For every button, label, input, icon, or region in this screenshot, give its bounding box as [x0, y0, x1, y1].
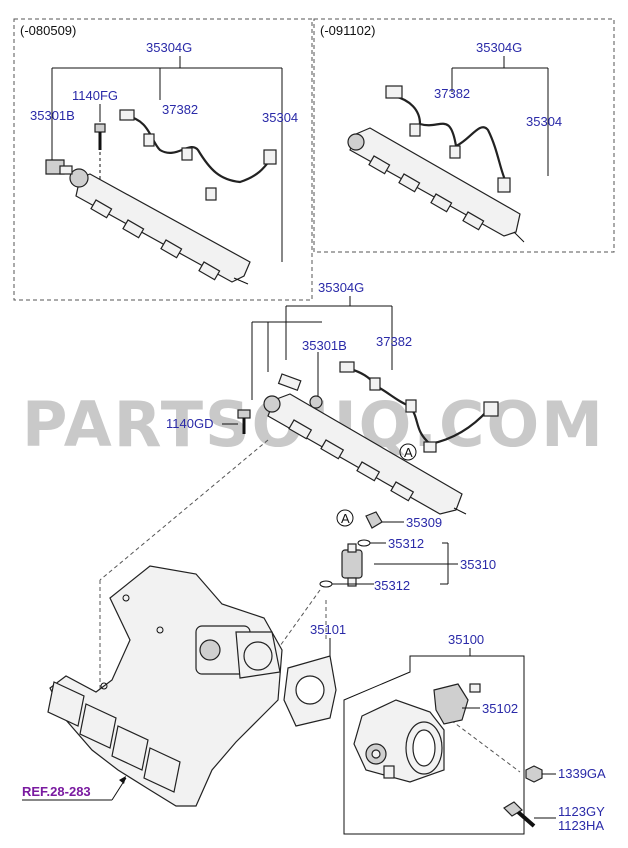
throttle-body-35100 — [353, 699, 445, 783]
label-35100: 35100 — [448, 632, 484, 647]
nut-1339ga — [525, 765, 543, 783]
throttle-body-outline — [343, 655, 525, 835]
intake-manifold — [47, 565, 283, 807]
label-35304g-right: 35304G — [476, 40, 522, 55]
circle-marker-a-lower-text: A — [341, 511, 350, 526]
ref-label[interactable]: REF.28-283 — [22, 784, 91, 799]
clip-35309 — [365, 511, 383, 529]
gasket-35101 — [283, 655, 337, 727]
label-37382-right: 37382 — [434, 86, 470, 101]
label-1123gy: 1123GY — [558, 804, 605, 819]
label-37382-middle: 37382 — [376, 334, 412, 349]
circle-marker-a-upper-text: A — [404, 445, 413, 460]
circle-marker-a-upper — [399, 443, 417, 461]
label-35310: 35310 — [460, 557, 496, 572]
circle-marker-a-lower — [336, 509, 354, 527]
label-35312-lower: 35312 — [374, 578, 410, 593]
label-35312-upper: 35312 — [388, 536, 424, 551]
label-35301b-left: 35301B — [30, 108, 75, 123]
label-35304g-middle: 35304G — [318, 280, 364, 295]
label-1339ga: 1339GA — [558, 766, 606, 781]
label-35301b-middle: 35301B — [302, 338, 347, 353]
label-35304-left: 35304 — [262, 110, 298, 125]
label-35309: 35309 — [406, 515, 442, 530]
label-37382-left: 37382 — [162, 102, 198, 117]
label-35101: 35101 — [310, 622, 346, 637]
right-box-header: (-091102) — [320, 23, 375, 38]
bolt-1123gy — [503, 801, 536, 828]
right-fuel-rail-assembly — [347, 85, 525, 243]
label-35102: 35102 — [482, 701, 518, 716]
middle-fuel-rail-assembly — [237, 361, 499, 515]
label-35304g-left: 35304G — [146, 40, 192, 55]
label-1123ha: 1123HA — [558, 818, 604, 833]
label-1140fg: 1140FG — [72, 88, 118, 103]
left-fuel-rail-assembly — [45, 109, 277, 285]
sensor-35102 — [433, 683, 481, 725]
left-box-header: (-080509) — [20, 23, 76, 38]
label-35304-right: 35304 — [526, 114, 562, 129]
left-variant-box — [13, 18, 313, 301]
label-1140gd: 1140GD — [166, 416, 213, 431]
right-variant-box — [313, 18, 615, 253]
injector-35310 — [319, 539, 371, 588]
